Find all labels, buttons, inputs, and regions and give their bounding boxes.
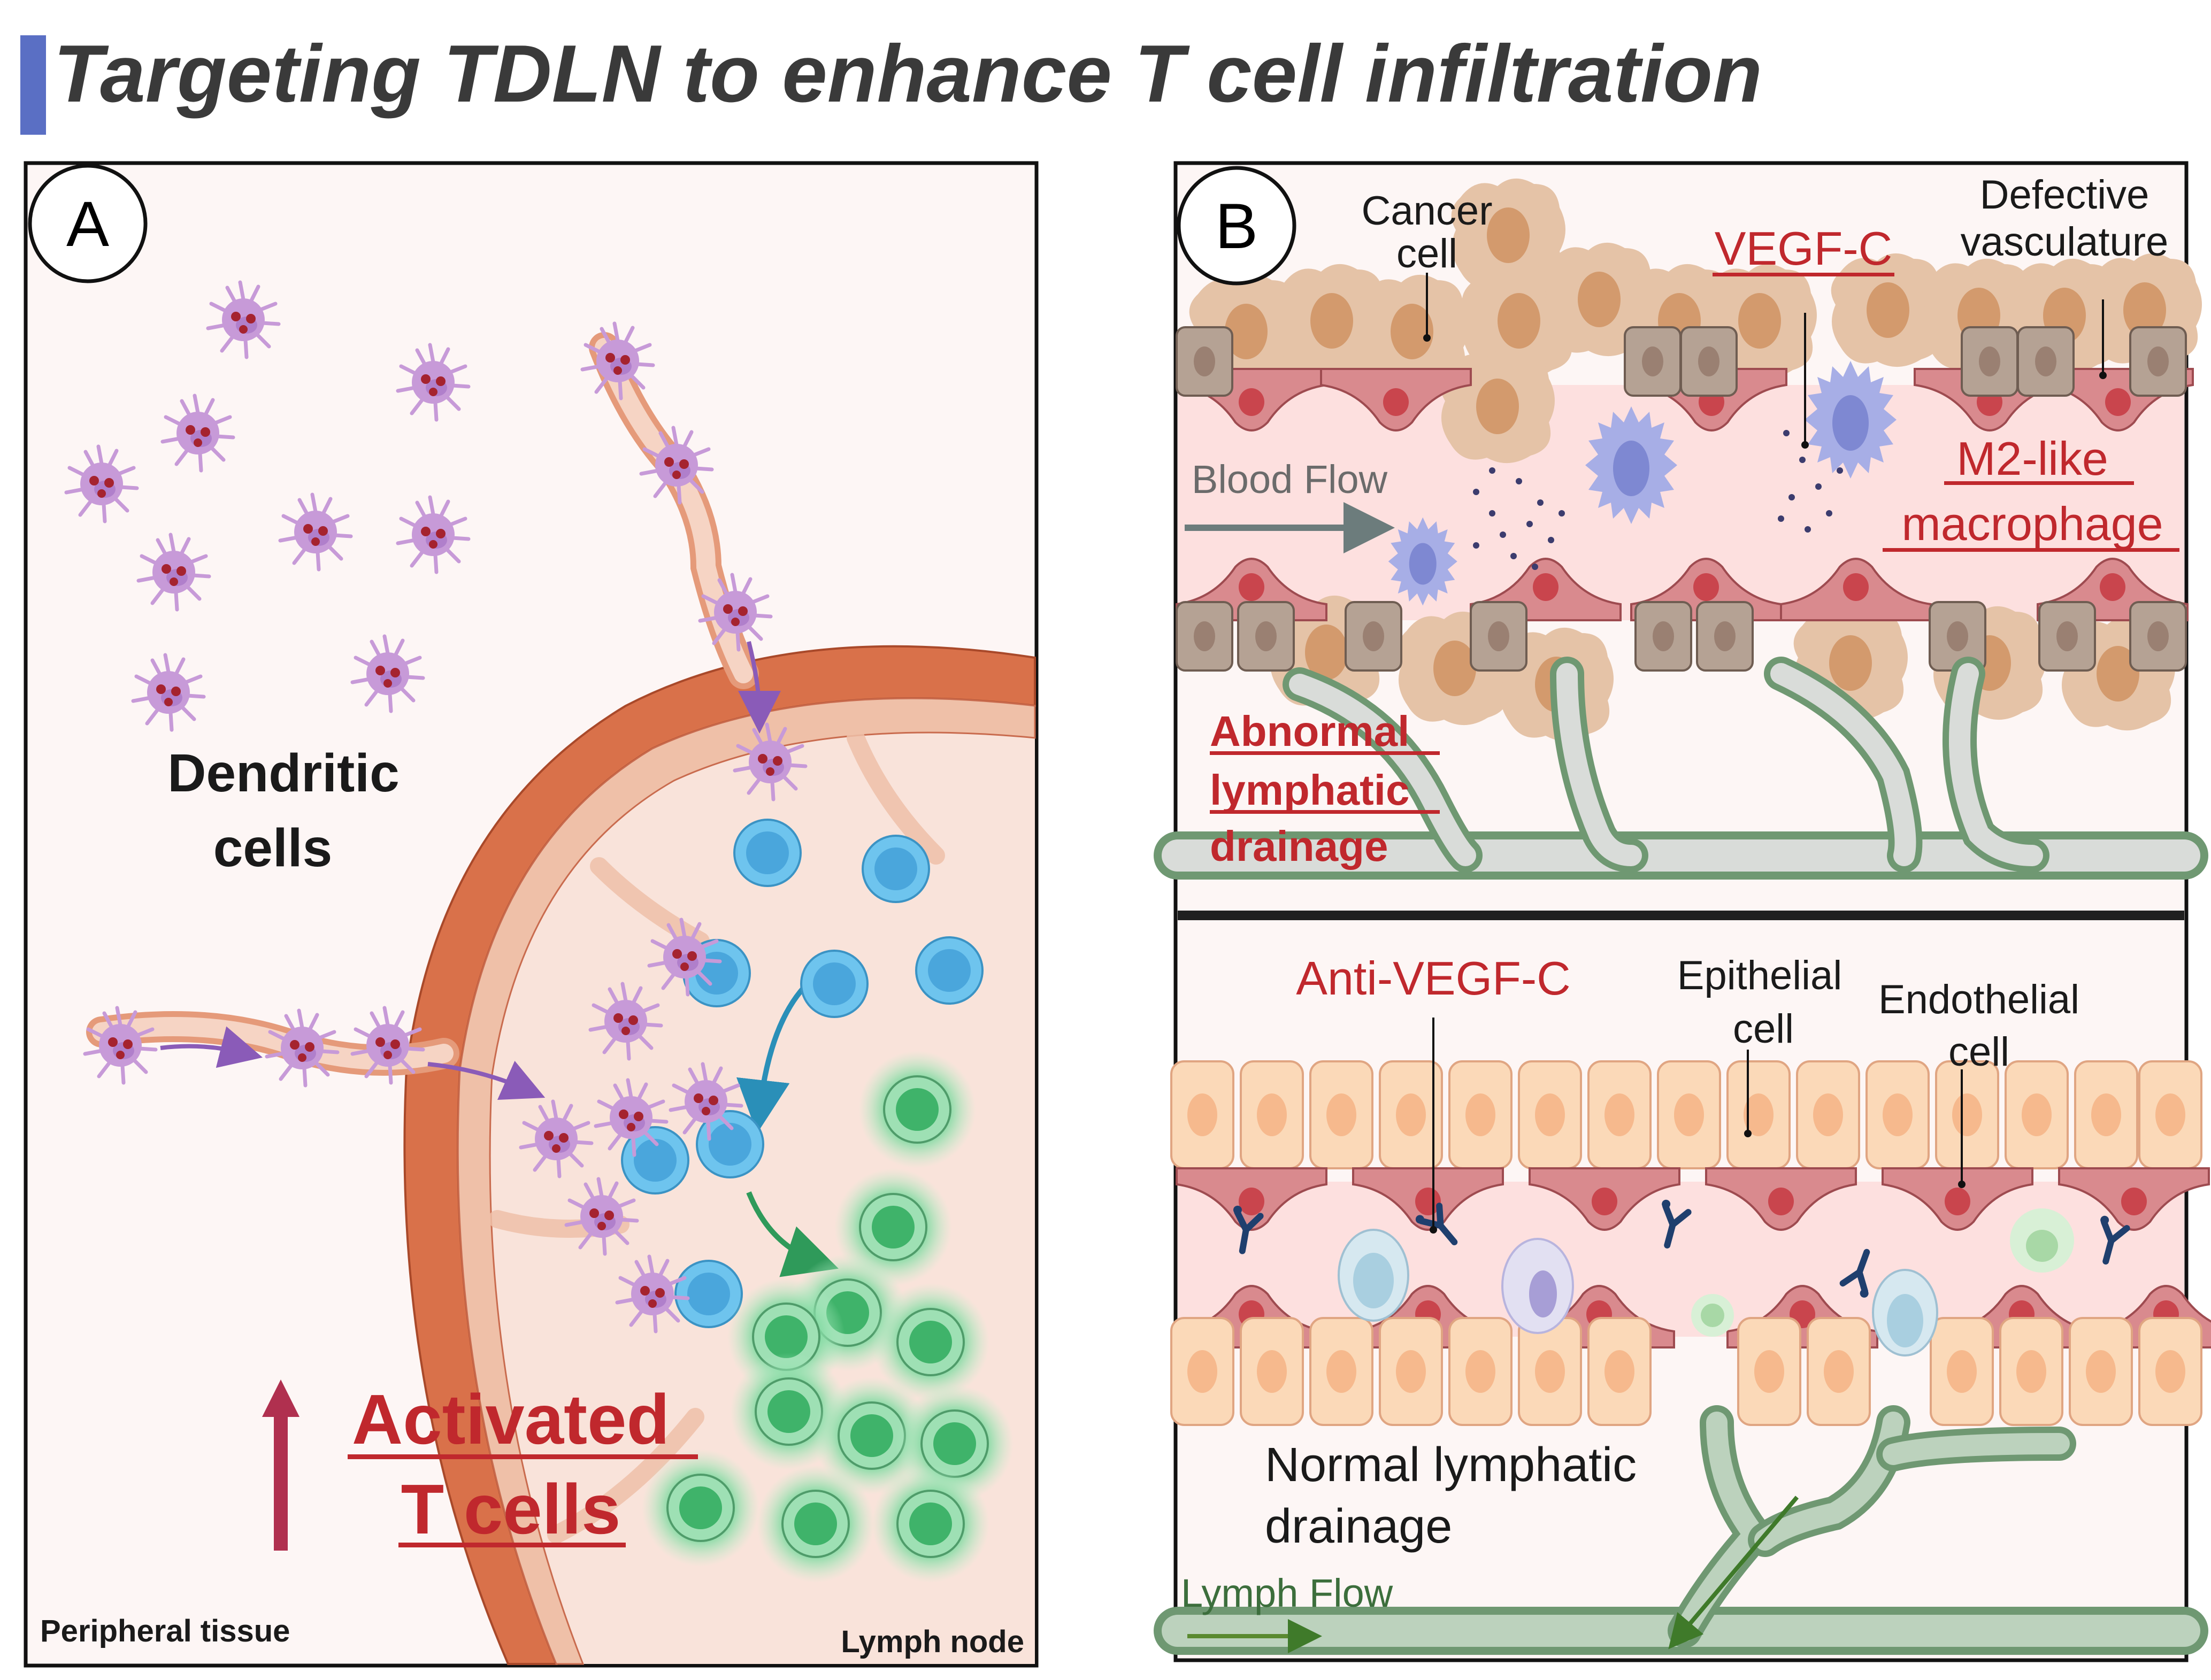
abnormal-lymphatic-vessels [1154,657,2208,880]
t-cells-underline [398,1543,626,1547]
activated-underline [348,1454,698,1459]
m2-macrophage [1805,361,1897,479]
pericyte-cell [1634,601,1692,672]
pericyte-cell [2038,601,2096,672]
lymph-node-label: Lymph node [841,1624,1024,1659]
activated-t-cells-label: Activated [352,1380,670,1459]
normal-drainage-label: Normal lymphatic [1265,1438,1637,1492]
blood-flow-label: Blood Flow [1192,457,1388,502]
pericyte-cell [1176,326,1233,397]
pericyte-cell [2129,601,2187,672]
pericyte-cell [2129,326,2187,397]
pericyte-cell [1624,326,1682,397]
defective-vasculature-label: Defective [1980,172,2149,218]
naive-t-cell [733,819,802,887]
cancer-cell-label-2: cell [1396,231,1457,276]
panel-b-divider [1178,911,2184,920]
figure-title: Targeting TDLN to enhance T cell infiltr… [53,28,1762,119]
panel-b-letter: B [1215,190,1258,262]
abnormal-underline [1210,751,1440,755]
activated-t-cell [857,1050,977,1169]
naive-t-cell [800,950,869,1018]
abnormal-drainage-label-2: lymphatic [1210,766,1409,814]
dendritic-cells-label-2: cells [213,818,332,878]
panel-b-letter-badge [1177,166,1296,286]
panel-a-letter: A [66,188,109,260]
activated-t-cell [641,1448,761,1568]
pericyte-cell [1470,601,1527,672]
epithelial-layer-top [1170,1060,2202,1169]
naive-t-cell [915,936,984,1005]
increase-arrow-icon [262,1380,300,1551]
epithelial-cell-label: Epithelial [1677,953,1842,998]
dc-migration-arrow-top [738,641,781,734]
peripheral-tissue-label: Peripheral tissue [40,1614,290,1648]
m2-underline [1944,481,2134,485]
defective-vasculature-label-2: vasculature [1961,219,2169,265]
pericyte-cell [1237,601,1295,672]
dc-migration-arrow-left2 [427,1060,546,1100]
abnormal-drainage-label-3: drainage [1210,822,1388,870]
anti-vegfc-label: Anti-VEGF-C [1296,952,1570,1005]
panel-a-letter-badge [28,164,148,283]
lymph-drainage-arrow [1668,1496,1799,1650]
pericyte-cell [2017,326,2075,397]
vegfc-particles [1473,430,1843,570]
epithelial-cell-label-2: cell [1733,1006,1794,1052]
dc-migration-arrow-left [160,1026,263,1068]
endothelial-cell-label-2: cell [1948,1029,2009,1075]
pericyte-cell [1961,326,2018,397]
lymph-node-inner-lining [457,697,1036,1665]
activated-t-cell [756,1464,876,1584]
macrophage-underline [1883,548,2179,552]
panel-b-bottom: Anti-VEGF-C Epithelial cell Endothelial … [1154,952,2211,1655]
pericyte-cell [1680,326,1738,397]
vegfc-underline [1713,273,1894,276]
callout-lines-bottom [1432,1018,1963,1230]
m2-macrophage [1585,406,1677,524]
m2-macrophage [1388,517,1457,606]
m2-macrophage-label-2: macrophage [1901,497,2163,550]
pericyte-cell [1345,601,1402,672]
activated-t-cell [871,1464,991,1584]
panel-a: Dendritic cells Activated T cells Periph… [24,161,1039,1668]
panel-b-top: Cancer cell VEGF-C Defective vasculature… [1154,166,2208,880]
normal-drainage-label-2: drainage [1265,1500,1452,1553]
activated-t-cells-label-2: T cells [401,1470,621,1548]
vegfc-label: VEGF-C [1715,222,1892,275]
endothelial-cell-label: Endothelial [1878,977,2079,1022]
dendritic-cells-label: Dendritic [167,743,399,803]
callout-lines [1426,273,2104,444]
cancer-cell [1440,349,1555,464]
title-accent-bar [20,35,46,135]
cancer-cell-label: Cancer [1362,188,1493,234]
activation-arrow [746,1191,839,1277]
pericyte-cell [1696,601,1754,672]
panel-b: Cancer cell VEGF-C Defective vasculature… [1154,161,2211,1662]
immune-cells-normal [1338,1208,2074,1357]
pericyte-cell [1176,601,1233,672]
naive-t-cell [862,835,930,903]
m2-macrophage-label: M2-like [1956,432,2108,485]
lymph-flow-label: Lymph Flow [1181,1571,1393,1615]
lymphatic-underline [1210,810,1440,814]
abnormal-drainage-label: Abnormal [1210,707,1409,755]
